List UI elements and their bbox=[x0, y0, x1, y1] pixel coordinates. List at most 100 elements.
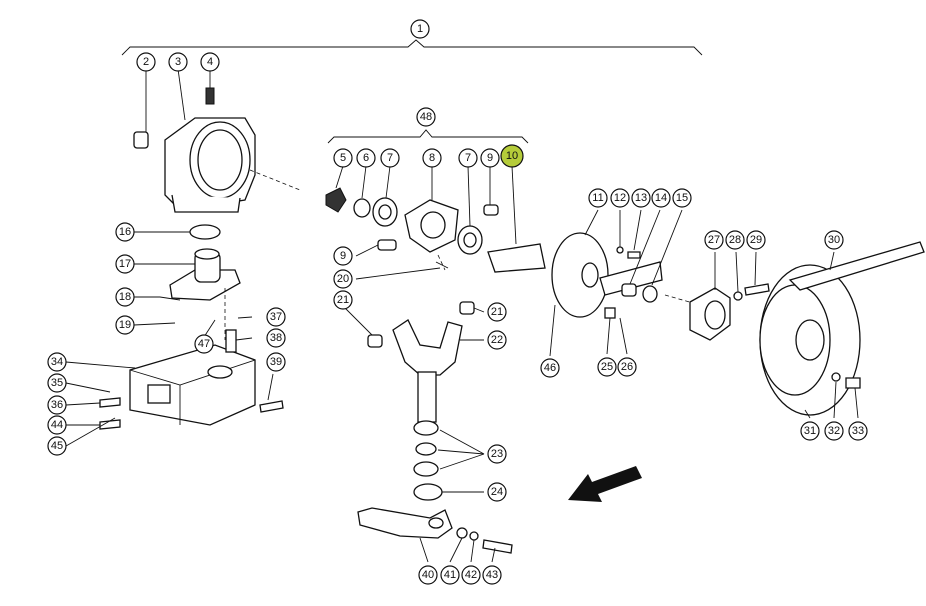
direction-arrow bbox=[568, 466, 642, 502]
callout-37: 37 bbox=[266, 307, 286, 327]
callout-40: 40 bbox=[418, 565, 438, 585]
callout-28: 28 bbox=[725, 230, 745, 250]
svg-text:8: 8 bbox=[429, 152, 435, 164]
callout-11: 11 bbox=[588, 188, 608, 208]
bolt-29-part bbox=[744, 283, 770, 296]
svg-text:1: 1 bbox=[417, 23, 423, 35]
svg-text:37: 37 bbox=[270, 311, 282, 323]
svg-text:10: 10 bbox=[506, 150, 518, 162]
svg-text:47: 47 bbox=[198, 338, 210, 350]
svg-text:25: 25 bbox=[601, 361, 613, 373]
svg-text:34: 34 bbox=[51, 356, 63, 368]
callout-10-highlighted: 10 bbox=[500, 144, 524, 168]
callout-7a: 7 bbox=[380, 148, 400, 168]
svg-text:30: 30 bbox=[828, 234, 840, 246]
pin-9a-part bbox=[483, 204, 499, 216]
callout-13: 13 bbox=[631, 188, 651, 208]
bearing-cup-21a-part bbox=[367, 334, 383, 348]
svg-text:46: 46 bbox=[544, 362, 556, 374]
svg-text:40: 40 bbox=[422, 569, 434, 581]
bearing-23c-part bbox=[413, 461, 439, 477]
bearing-14-part bbox=[621, 283, 637, 297]
svg-text:24: 24 bbox=[491, 486, 503, 498]
svg-text:48: 48 bbox=[420, 111, 432, 123]
bolt-38-part bbox=[225, 329, 237, 353]
cross-body-part bbox=[404, 199, 459, 253]
callout-20: 20 bbox=[333, 269, 353, 289]
svg-text:18: 18 bbox=[119, 291, 131, 303]
callout-22: 22 bbox=[487, 330, 507, 350]
svg-text:32: 32 bbox=[828, 425, 840, 437]
callout-2: 2 bbox=[136, 52, 156, 72]
svg-text:36: 36 bbox=[51, 399, 63, 411]
callout-41: 41 bbox=[440, 565, 460, 585]
svg-text:2: 2 bbox=[143, 56, 149, 68]
svg-text:7: 7 bbox=[465, 152, 471, 164]
callout-46: 46 bbox=[540, 358, 560, 378]
callout-31: 31 bbox=[800, 421, 820, 441]
bolt-43-part bbox=[482, 539, 513, 554]
svg-text:17: 17 bbox=[119, 258, 131, 270]
svg-text:26: 26 bbox=[621, 361, 633, 373]
svg-text:12: 12 bbox=[614, 192, 626, 204]
svg-text:6: 6 bbox=[363, 152, 369, 164]
svg-text:20: 20 bbox=[337, 273, 349, 285]
leader-lines bbox=[65, 68, 859, 563]
callout-30: 30 bbox=[824, 230, 844, 250]
callout-45: 45 bbox=[47, 436, 67, 456]
svg-text:11: 11 bbox=[592, 192, 603, 204]
callout-17: 17 bbox=[115, 254, 135, 274]
svg-text:44: 44 bbox=[51, 419, 63, 431]
svg-text:35: 35 bbox=[51, 377, 63, 389]
mount-flange-part bbox=[169, 248, 241, 301]
bolt-39-part bbox=[259, 400, 284, 413]
callout-33: 33 bbox=[848, 421, 868, 441]
callout-34: 34 bbox=[47, 352, 67, 372]
callout-18: 18 bbox=[115, 287, 135, 307]
svg-text:14: 14 bbox=[655, 192, 667, 204]
ring-15-part bbox=[642, 285, 658, 303]
bushing-24-part bbox=[413, 483, 443, 501]
svg-text:7: 7 bbox=[387, 152, 393, 164]
svg-text:45: 45 bbox=[51, 440, 63, 452]
nut-41-part bbox=[456, 527, 468, 539]
svg-text:21: 21 bbox=[491, 306, 503, 318]
nipple-part bbox=[205, 87, 215, 105]
callout-47: 47 bbox=[194, 334, 214, 354]
callout-29: 29 bbox=[746, 230, 766, 250]
callout-35: 35 bbox=[47, 373, 67, 393]
base-bracket-part bbox=[129, 344, 256, 426]
svg-text:43: 43 bbox=[486, 569, 498, 581]
svg-text:28: 28 bbox=[729, 234, 741, 246]
callout-9a: 9 bbox=[480, 148, 500, 168]
callout-21b: 21 bbox=[487, 302, 507, 322]
callout-21a: 21 bbox=[333, 290, 353, 310]
svg-text:4: 4 bbox=[207, 56, 213, 68]
bracket-1 bbox=[121, 39, 703, 56]
washer-12-part bbox=[616, 246, 624, 254]
pin-25-part bbox=[604, 307, 616, 319]
stub-shaft-part bbox=[487, 243, 546, 273]
callout-14: 14 bbox=[651, 188, 671, 208]
bearing-23a-part bbox=[413, 420, 439, 436]
svg-text:21: 21 bbox=[337, 294, 349, 306]
lever-arm-part bbox=[357, 507, 453, 539]
callout-39: 39 bbox=[266, 352, 286, 372]
callout-6: 6 bbox=[356, 148, 376, 168]
pulley-part bbox=[759, 241, 925, 416]
callout-43: 43 bbox=[482, 565, 502, 585]
callout-36: 36 bbox=[47, 395, 67, 415]
callout-1: 1 bbox=[410, 19, 430, 39]
pin-9b-part bbox=[377, 239, 397, 251]
svg-text:9: 9 bbox=[340, 250, 346, 262]
svg-text:23: 23 bbox=[491, 448, 503, 460]
svg-text:38: 38 bbox=[270, 332, 282, 344]
callout-4: 4 bbox=[200, 52, 220, 72]
svg-text:3: 3 bbox=[175, 56, 181, 68]
svg-text:15: 15 bbox=[676, 192, 688, 204]
svg-text:27: 27 bbox=[708, 234, 720, 246]
bearing-part bbox=[133, 131, 149, 149]
callout-16: 16 bbox=[115, 222, 135, 242]
callout-32: 32 bbox=[824, 421, 844, 441]
svg-text:22: 22 bbox=[491, 334, 503, 346]
